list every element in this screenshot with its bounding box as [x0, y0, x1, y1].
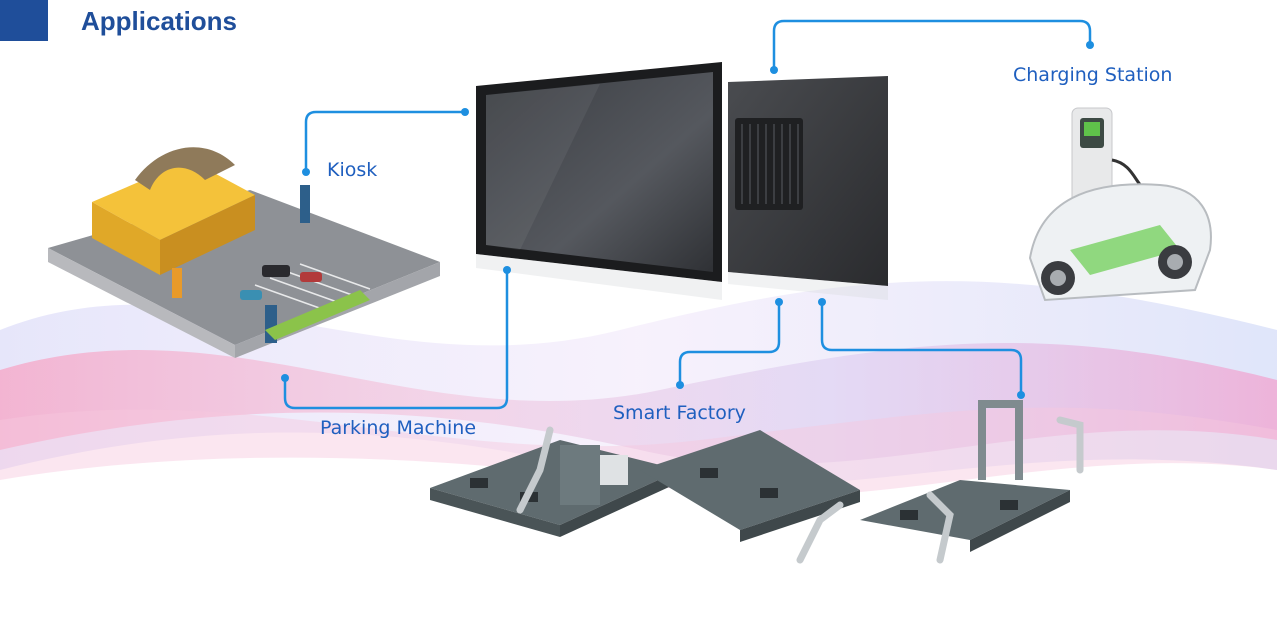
parking-lot-illustration: [48, 147, 440, 358]
smart-factory-illustration: [430, 400, 1084, 564]
page-title: Applications: [81, 6, 238, 36]
monitor-front-illustration: [476, 62, 722, 300]
label-kiosk: Kiosk: [327, 159, 378, 181]
connector-parking: [283, 270, 509, 410]
connector-kiosk: [304, 110, 465, 172]
label-smart-factory: Smart Factory: [613, 402, 746, 424]
connector-smart-factory-right: [820, 302, 1023, 395]
label-charging-station: Charging Station: [1013, 64, 1173, 86]
connector-lines: [283, 19, 1092, 410]
charging-station-illustration: [1028, 107, 1212, 302]
connector-endpoints: [281, 41, 1094, 399]
title-accent-block: [0, 0, 48, 41]
connector-charging: [772, 19, 1092, 70]
monitor-back-illustration: [728, 76, 888, 300]
connector-smart-factory-left: [678, 302, 781, 385]
label-parking-machine: Parking Machine: [320, 417, 477, 439]
